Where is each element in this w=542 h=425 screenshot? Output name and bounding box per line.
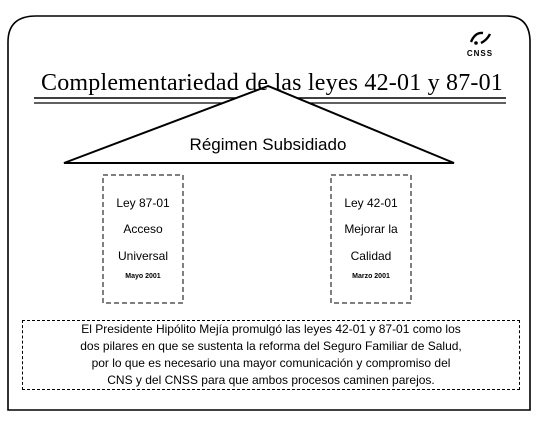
logo-text: CNSS xyxy=(466,49,494,58)
ley-42-label: Ley 42-01 xyxy=(344,196,398,210)
ley-87-date: Mayo 2001 xyxy=(125,273,161,280)
ley-87-box-border xyxy=(102,174,184,304)
page-title: Complementariedad de las leyes 42-01 y 8… xyxy=(40,70,503,96)
ley-87-line1: Acceso xyxy=(123,222,163,236)
note-line-4: CNS y del CNSS para que ambos procesos c… xyxy=(107,373,435,387)
slide-frame xyxy=(7,15,531,411)
ley-42-line1: Mejorar la xyxy=(344,222,398,236)
note-box: El Presidente Hipólito Mejía promulgó la… xyxy=(22,320,520,390)
note-line-2: dos pilares en que se sustenta la reform… xyxy=(80,339,462,353)
note-line-3: por lo que es necesario una mayor comuni… xyxy=(91,356,451,370)
ley-42-date: Marzo 2001 xyxy=(352,273,390,280)
cnss-logo-icon xyxy=(469,31,492,45)
note-line-1: El Presidente Hipólito Mejía promulgó la… xyxy=(81,322,461,336)
ley-87-line2: Universal xyxy=(117,249,168,263)
ley-87-label: Ley 87-01 xyxy=(116,196,170,210)
regimen-label: Régimen Subsidiado xyxy=(189,135,347,154)
ley-42-box-border xyxy=(330,174,412,304)
ley-42-box: Ley 42-01 Mejorar la Calidad Marzo 2001 xyxy=(331,175,411,303)
ley-42-line2: Calidad xyxy=(350,249,392,263)
ley-87-box: Ley 87-01 Acceso Universal Mayo 2001 xyxy=(103,175,183,303)
regimen-triangle xyxy=(63,84,455,164)
